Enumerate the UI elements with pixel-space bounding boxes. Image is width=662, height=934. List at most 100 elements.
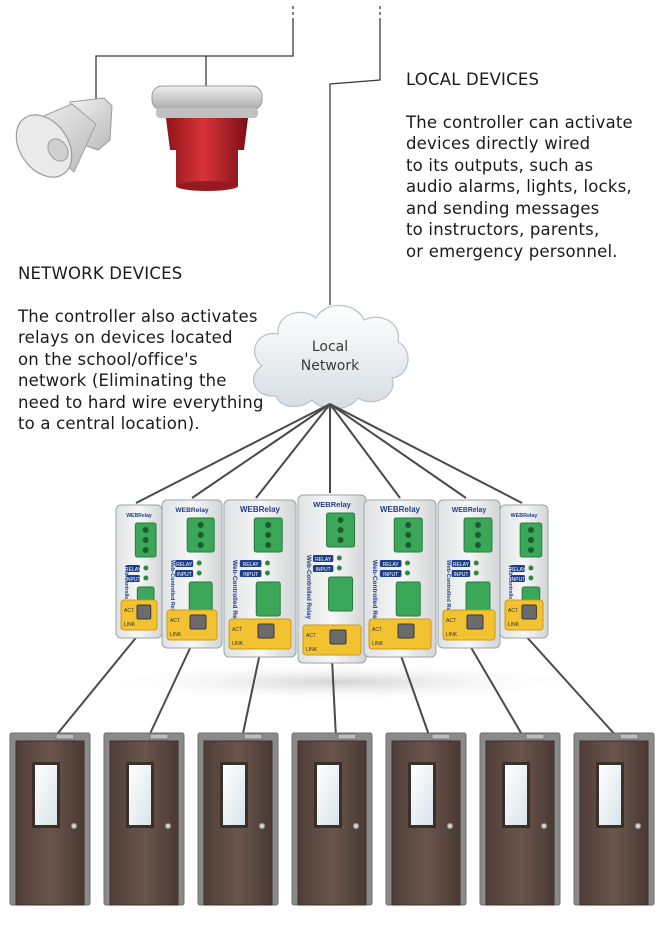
terminal-screw <box>337 517 344 523</box>
network-line <box>329 403 523 504</box>
door-icon <box>9 732 91 906</box>
act-label: ACT <box>372 627 382 633</box>
relay-badge-label: RELAY <box>383 562 400 568</box>
door-handle <box>352 822 360 830</box>
local-wiring <box>95 6 381 305</box>
act-label: ACT <box>306 633 316 639</box>
status-led <box>143 565 149 571</box>
relay-badge-label: RELAY <box>510 567 527 573</box>
status-led <box>143 575 149 581</box>
status-led <box>196 560 202 566</box>
ethernet-port <box>257 623 275 639</box>
terminal-screw <box>197 522 204 528</box>
door-connection-lines <box>53 633 619 739</box>
horn-speaker-icon <box>15 97 113 178</box>
act-label: ACT <box>508 608 518 614</box>
terminal-screw <box>265 542 272 548</box>
ethernet-port <box>466 614 484 630</box>
terminal-screw <box>474 532 481 538</box>
device-product-label: Web-Controlled Relay <box>305 555 312 620</box>
network-devices-line: to a central location). <box>18 414 200 433</box>
link-label: LINK <box>372 641 384 647</box>
ethernet-port <box>329 629 347 645</box>
terminal-screw <box>265 532 272 538</box>
door-icon <box>103 732 185 906</box>
status-led <box>473 560 479 566</box>
door-icon <box>385 732 467 906</box>
door-icon <box>197 732 279 906</box>
door-line <box>241 652 261 739</box>
act-label: ACT <box>446 618 456 624</box>
door-window <box>411 765 433 825</box>
device-product-label: Web-Controlled Relay <box>445 560 451 619</box>
local-devices-heading: LOCAL DEVICES <box>406 70 540 89</box>
door-icon <box>479 732 561 906</box>
network-devices-line: The controller also activates <box>18 306 258 326</box>
device-product-label: Web-Controlled Relay <box>123 565 129 617</box>
terminal-screw <box>142 537 149 543</box>
door-icon <box>573 732 655 906</box>
terminal-screw <box>405 542 412 548</box>
terminal-screw <box>337 527 344 533</box>
status-led <box>336 555 342 561</box>
device-shadow <box>90 662 590 702</box>
terminal-block <box>328 576 354 612</box>
door-line <box>399 652 431 739</box>
terminal-screw <box>474 542 481 548</box>
local-devices-line: to its outputs, such as <box>406 155 594 175</box>
input-badge <box>239 570 262 577</box>
relay-badge <box>510 565 525 572</box>
door-handle <box>540 822 548 830</box>
door-closer <box>243 733 263 740</box>
terminal-screw <box>142 527 149 533</box>
relay-badge-label: RELAY <box>453 562 470 568</box>
network-devices-line: relays on devices located <box>18 328 233 347</box>
door-window <box>35 765 57 825</box>
device-brand-label: WEBRelay <box>126 513 152 519</box>
relay-badge <box>175 560 194 567</box>
terminal-screw <box>142 547 149 553</box>
status-led <box>336 565 342 571</box>
relay-badge <box>379 560 402 567</box>
act-label: ACT <box>124 608 134 614</box>
input-badge <box>312 565 334 572</box>
terminal-screw <box>527 547 534 553</box>
network-devices-line: need to hard wire everything <box>18 392 264 412</box>
cloud-label-line1: Local <box>311 339 349 355</box>
door-handle <box>164 822 172 830</box>
status-led <box>404 560 410 566</box>
network-devices-text: NETWORK DEVICES The controller also acti… <box>18 263 264 435</box>
status-led <box>264 560 270 566</box>
door-window <box>505 765 527 825</box>
status-led <box>528 575 534 581</box>
door-window <box>223 765 245 825</box>
terminal-screw <box>197 532 204 538</box>
input-badge-label: INPUT <box>243 572 258 578</box>
input-badge-label: INPUT <box>126 577 141 583</box>
link-label: LINK <box>124 622 136 628</box>
terminal-screw <box>405 522 412 528</box>
terminal-screw <box>337 537 344 543</box>
ethernet-port <box>521 604 537 620</box>
link-label: LINK <box>170 632 182 638</box>
input-badge <box>379 570 402 577</box>
door-closer <box>619 733 639 740</box>
status-led <box>196 570 202 576</box>
door-line <box>331 658 337 739</box>
terminal-block <box>395 581 421 617</box>
ethernet-port <box>397 623 415 639</box>
door-window <box>317 765 339 825</box>
local-devices-line: The controller can activate <box>406 112 633 132</box>
status-led <box>473 570 479 576</box>
ethernet-port <box>189 614 207 630</box>
local-network-cloud-icon <box>253 304 409 410</box>
device-brand-label: WEBRelay <box>240 505 281 514</box>
terminal-screw <box>527 527 534 533</box>
network-line <box>191 403 331 499</box>
